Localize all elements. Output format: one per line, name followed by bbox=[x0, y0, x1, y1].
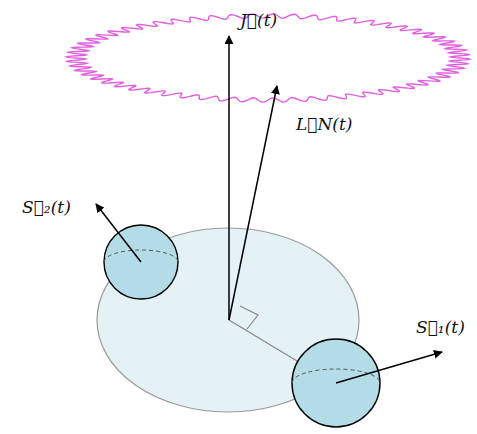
spin-1-label: S⃗₁(t) bbox=[416, 317, 465, 337]
total-angular-momentum-label: J⃗(t) bbox=[240, 10, 277, 30]
orbital-angular-momentum-vector bbox=[229, 86, 277, 320]
body-2-equator bbox=[104, 250, 178, 262]
spin-2-label: S⃗₂(t) bbox=[22, 197, 71, 217]
right-angle-mark bbox=[240, 306, 258, 329]
spin-1-vector bbox=[336, 352, 442, 383]
total-angular-momentum-vector bbox=[228, 36, 230, 320]
orbital-angular-momentum-label: L⃗N(t) bbox=[296, 114, 352, 134]
body-1-equator bbox=[292, 369, 380, 383]
spin-2-vector bbox=[96, 204, 141, 262]
